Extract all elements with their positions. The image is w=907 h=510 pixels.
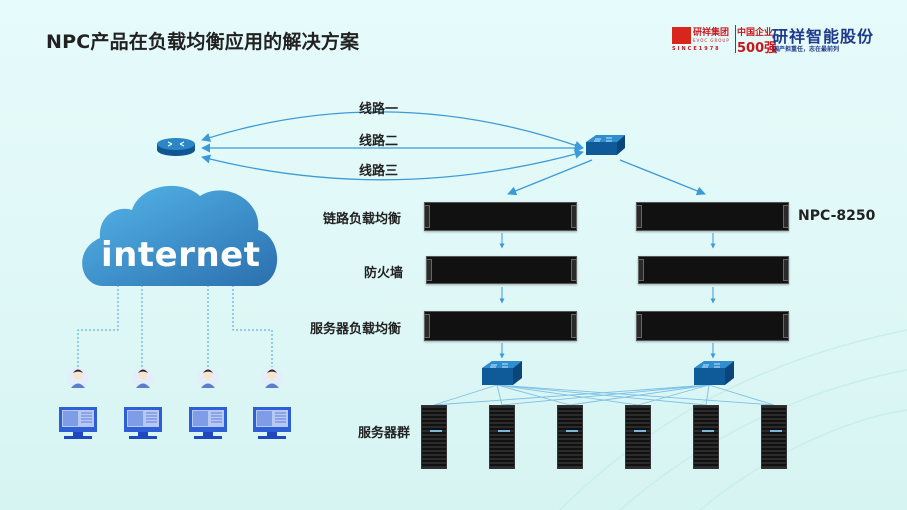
mesh-link [496,384,707,406]
mesh-link [637,384,710,406]
server-rack [625,405,651,469]
clients [59,367,291,439]
server-led [566,430,578,432]
server-led [770,430,782,432]
link-switch-lb2 [619,159,706,196]
route-line-3 [201,149,584,181]
mesh-link [433,384,498,406]
server-lb-device-1 [424,311,577,341]
route-label-2: 线路二 [359,134,399,149]
since-text: SINCE1978 [672,46,721,52]
pc-monitor-icon [124,407,162,439]
router-icon [157,138,195,156]
server-led [498,430,510,432]
rank-line1: 中国企业 [737,28,774,38]
user-avatar-icon [132,367,154,389]
mesh-link [496,384,503,406]
server-rack [557,405,583,469]
tier-label-server-lb: 服务器负载均衡 [310,322,402,337]
bg-swoosh [619,369,907,510]
cloud-label: internet [101,235,261,275]
route-line-1 [201,111,584,150]
server-rack [489,405,515,469]
mesh-link [496,384,571,406]
cloud-icon [82,185,278,286]
server-led [634,430,646,432]
client-links [77,285,273,367]
user-avatar-icon [197,367,219,389]
route-label-1: 线路一 [359,102,399,117]
server-mesh [433,384,775,406]
server-led [702,430,714,432]
mesh-link [708,384,775,406]
link-switch-lb1 [507,159,593,196]
link-lb-device-1 [424,202,577,231]
server-rack [693,405,719,469]
user-avatar-icon [261,367,283,389]
mesh-link [496,384,775,406]
pc-monitor-icon [59,407,97,439]
firewall-device-2 [638,256,789,284]
company-name: 研祥智能股份 [772,27,875,46]
company-slogan: 国产担重任，志在最前列 [773,46,840,53]
tier-label-firewall: 防火墙 [364,266,404,281]
server-led [430,430,442,432]
model-label: NPC-8250 [798,208,876,224]
rank-line2: 500强 [737,41,778,56]
bg-swoosh [699,409,907,510]
group-name: 研祥集团 [693,28,730,38]
bg-swoosh [559,329,907,510]
firewall-device-1 [426,256,577,284]
pc-monitor-icon [189,407,227,439]
user-avatar-icon [67,367,89,389]
pc-monitor-icon [253,407,291,439]
page-title: NPC产品在负载均衡应用的解决方案 [46,31,360,53]
route-label-3: 线路三 [359,164,399,179]
mesh-link [433,384,710,406]
switch-icon [694,361,734,385]
server-rack [761,405,787,469]
logo-divider [735,25,736,53]
server-lb-device-2 [636,311,789,341]
link-lb-device-2 [636,202,789,231]
switch-icon [586,135,625,155]
tier-label-server-farm: 服务器群 [358,426,411,441]
mesh-link [705,384,710,406]
evoc-logo-icon [672,27,691,44]
switch-icon [482,361,522,385]
mesh-link [496,384,639,406]
tier-label-link-lb: 链路负载均衡 [323,212,402,227]
group-en: EVOC GROUP [693,38,730,43]
server-rack [421,405,447,469]
